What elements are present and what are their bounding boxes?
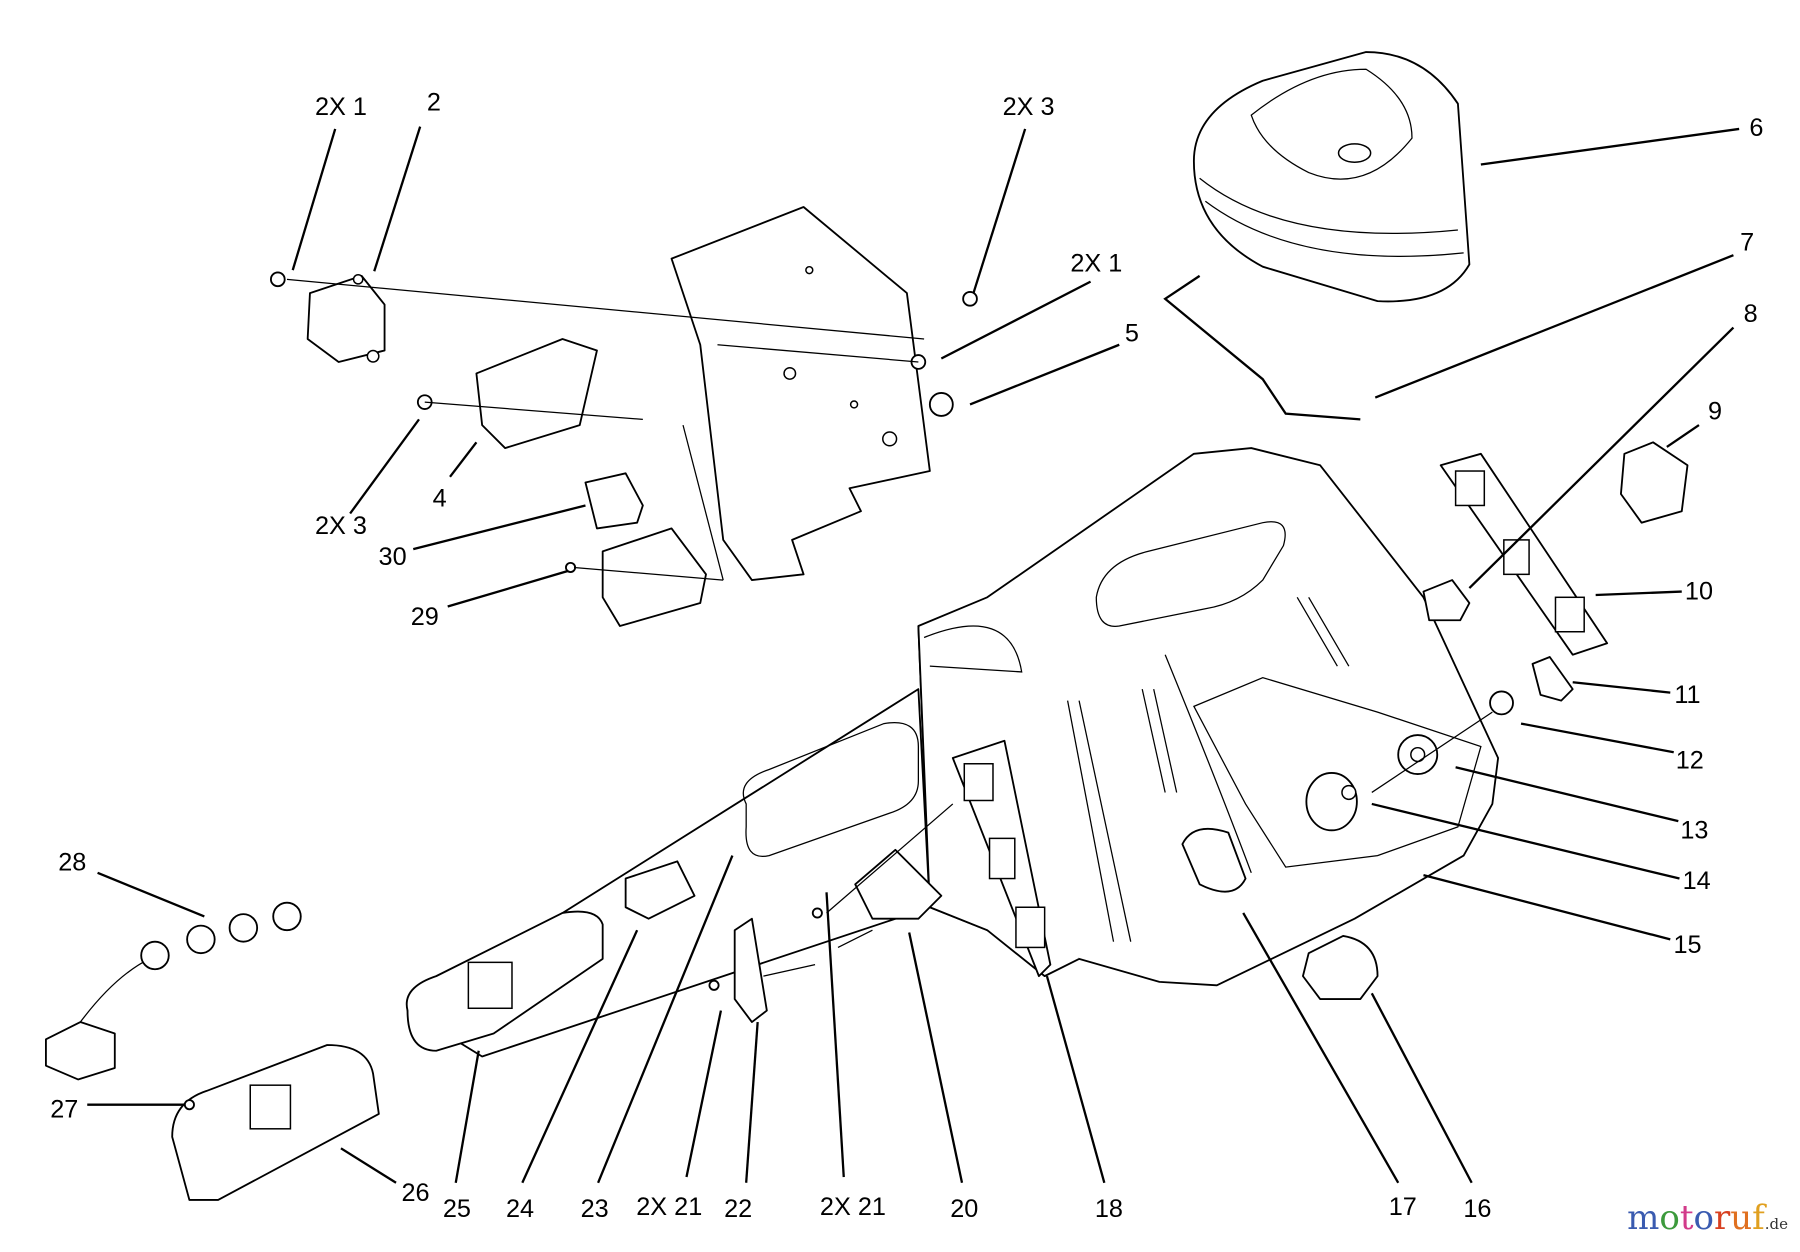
callout-16: 16 — [1463, 1195, 1491, 1223]
indicator-strip-18 — [951, 739, 1052, 978]
callout-2x3-top: 2X 3 — [1003, 93, 1055, 121]
watermark-tld: .de — [1764, 1215, 1788, 1233]
cap-8 — [1422, 579, 1471, 622]
harness-28 — [45, 901, 302, 1081]
switch-20 — [837, 848, 943, 948]
callout-20: 20 — [950, 1195, 978, 1223]
callout-30: 30 — [379, 543, 407, 571]
watermark-logo: motoruf.de — [1627, 1198, 1788, 1238]
shift-boot — [1192, 51, 1471, 303]
callout-12: 12 — [1676, 746, 1704, 774]
callout-25: 25 — [443, 1195, 471, 1223]
switch-22 — [733, 917, 816, 1023]
callout-2x1-top: 2X 1 — [315, 93, 367, 121]
grommet-13 — [1397, 734, 1439, 776]
lever-17 — [1181, 827, 1247, 893]
key-switch-14 — [1305, 772, 1358, 832]
callout-8: 8 — [1744, 300, 1758, 328]
switch-24 — [624, 860, 696, 920]
callout-13: 13 — [1680, 816, 1708, 844]
callout-17: 17 — [1389, 1193, 1417, 1221]
module-4 — [475, 338, 598, 449]
callout-23: 23 — [581, 1195, 609, 1223]
callout-2x3-bottom: 2X 3 — [315, 512, 367, 540]
callout-15: 15 — [1673, 931, 1701, 959]
mounting-bracket — [670, 206, 931, 581]
callout-9: 9 — [1708, 397, 1722, 425]
callout-22: 22 — [724, 1195, 752, 1223]
panel-26 — [171, 1044, 380, 1201]
knob-9 — [1620, 441, 1689, 524]
fasteners — [183, 271, 978, 1111]
switch-block-29 — [601, 527, 707, 627]
cover-25 — [405, 910, 604, 1052]
indicator-strip-10 — [1439, 452, 1609, 656]
callout-26: 26 — [402, 1179, 430, 1207]
callout-6: 6 — [1749, 114, 1763, 142]
assembly-axis-lines — [286, 278, 1493, 914]
callout-2x21-left: 2X 21 — [636, 1193, 702, 1221]
callout-10: 10 — [1685, 578, 1713, 606]
solenoid — [306, 273, 386, 363]
leader-lines — [87, 126, 1740, 1184]
callout-5: 5 — [1125, 319, 1139, 347]
callout-2: 2 — [427, 89, 441, 117]
rod-7 — [1163, 274, 1361, 421]
relay-30 — [584, 472, 644, 530]
callout-28: 28 — [58, 849, 86, 877]
callout-27: 27 — [50, 1095, 78, 1123]
callout-24: 24 — [506, 1195, 534, 1223]
dashboard-housing — [917, 447, 1500, 987]
callout-7: 7 — [1740, 229, 1754, 257]
button-16 — [1302, 935, 1379, 1001]
callout-11: 11 — [1674, 681, 1700, 709]
callout-14: 14 — [1683, 867, 1711, 895]
callout-18: 18 — [1095, 1195, 1123, 1223]
callout-29: 29 — [411, 603, 439, 631]
switch-11 — [1531, 656, 1574, 702]
callout-4: 4 — [433, 485, 447, 513]
callout-2x21-right: 2X 21 — [820, 1193, 886, 1221]
callout-labels: 2X 1 2 2X 3 6 7 2X 1 5 8 9 2X 3 4 30 29 … — [50, 89, 1763, 1224]
callout-2x1-right: 2X 1 — [1070, 249, 1122, 277]
nut-12 — [1489, 690, 1514, 716]
